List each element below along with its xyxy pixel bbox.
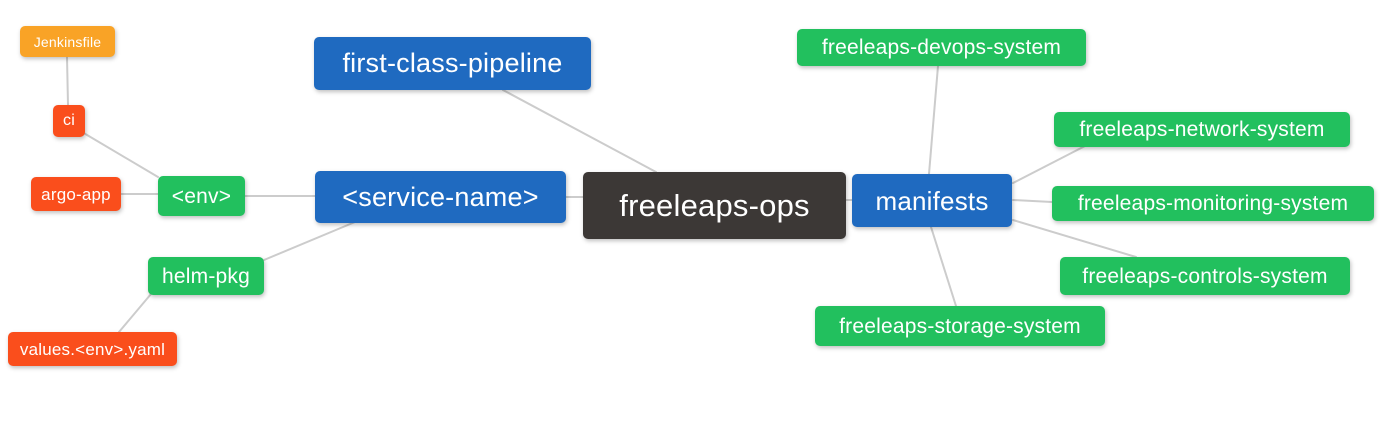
node-service-name[interactable]: <service-name> (315, 171, 566, 223)
node-env[interactable]: <env> (158, 176, 245, 216)
edge-manifests-to-storage-system (930, 226, 957, 307)
node-freeleaps-network-system[interactable]: freeleaps-network-system (1054, 112, 1350, 147)
edge-service-name-to-helm-pkg (263, 221, 356, 261)
node-manifests[interactable]: manifests (852, 174, 1012, 227)
node-helm-pkg[interactable]: helm-pkg (148, 257, 264, 295)
edge-manifests-to-network-system (1012, 145, 1086, 184)
node-freeleaps-ops-root[interactable]: freeleaps-ops (583, 172, 846, 239)
node-jenkinsfile[interactable]: Jenkinsfile (20, 26, 115, 57)
node-freeleaps-devops-system[interactable]: freeleaps-devops-system (797, 29, 1086, 66)
node-freeleaps-storage-system[interactable]: freeleaps-storage-system (815, 306, 1105, 346)
edge-manifests-to-devops-system (928, 65, 939, 175)
node-freeleaps-controls-system[interactable]: freeleaps-controls-system (1060, 257, 1350, 295)
edge-first-class-pipeline-to-freeleaps-ops (502, 89, 657, 173)
edge-ci-to-env (81, 131, 159, 178)
node-argo-app[interactable]: argo-app (31, 177, 121, 211)
edge-helm-pkg-to-values-env-yaml (118, 293, 152, 333)
node-freeleaps-monitoring-system[interactable]: freeleaps-monitoring-system (1052, 186, 1374, 221)
edge-manifests-to-controls-system (1012, 219, 1137, 258)
node-first-class-pipeline[interactable]: first-class-pipeline (314, 37, 591, 90)
node-values-env-yaml[interactable]: values.<env>.yaml (8, 332, 177, 366)
edge-manifests-to-monitoring-system (1012, 199, 1053, 203)
edge-jenkinsfile-to-ci (66, 56, 69, 106)
node-ci[interactable]: ci (53, 105, 85, 137)
